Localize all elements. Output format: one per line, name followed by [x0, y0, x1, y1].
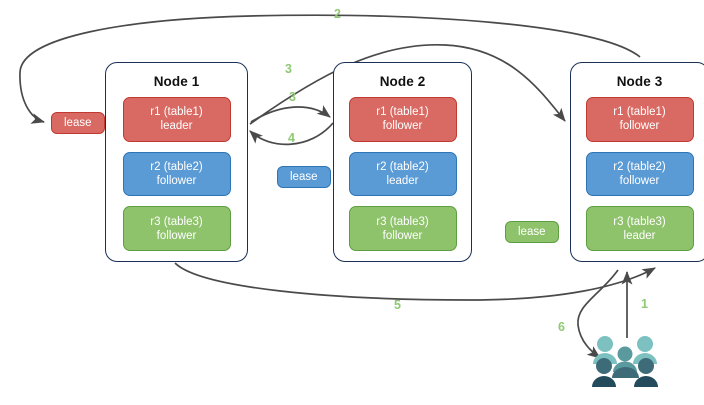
node-1-replica-r1[interactable]: r1 (table1) leader: [122, 97, 231, 142]
node-1[interactable]: Node 1 r1 (table1) leader r2 (table2) fo…: [105, 62, 248, 262]
node-2-replica-r3-role: follower: [382, 229, 423, 242]
node-3[interactable]: Node 3 r1 (table1) follower r2 (table2) …: [570, 62, 704, 262]
node-2-replica-r1-role: follower: [382, 120, 423, 133]
step-label-2: 2: [334, 7, 341, 21]
node-2[interactable]: Node 2 r1 (table1) follower r2 (table2) …: [333, 62, 472, 262]
node-3-replica-r2[interactable]: r2 (table2) follower: [585, 151, 694, 197]
node-3-replica-r1-role: follower: [619, 120, 660, 133]
users-icon: [592, 336, 658, 387]
node-2-replica-r1-name: r1 (table1): [376, 106, 429, 119]
node-2-replica-r1[interactable]: r1 (table1) follower: [348, 97, 457, 142]
node-2-replica-r2-name: r2 (table2): [376, 161, 429, 173]
node-3-replica-r3-role: leader: [623, 229, 656, 242]
node-3-title: Node 3: [616, 74, 663, 89]
node-2-replica-r3[interactable]: r3 (table3) follower: [348, 206, 457, 252]
node-1-replica-r1-name: r1 (table1): [150, 106, 203, 119]
node-3-replica-r3[interactable]: r3 (table3) leader: [585, 206, 694, 252]
node-2-replica-r2[interactable]: r2 (table2) leader: [348, 151, 457, 197]
node-3-replica-r1[interactable]: r1 (table1) follower: [585, 97, 694, 142]
lease-badge-r1[interactable]: lease: [51, 112, 105, 134]
step-label-1: 1: [641, 297, 648, 311]
node-1-replica-r3[interactable]: r3 (table3) follower: [122, 206, 231, 252]
lease-badge-r3[interactable]: lease: [505, 221, 559, 243]
node-2-title: Node 2: [379, 74, 426, 89]
step-label-5: 5: [394, 298, 401, 312]
node-1-replica-r1-role: leader: [160, 120, 193, 133]
step-label-3-lower: 3: [289, 90, 296, 104]
node-1-replica-r2[interactable]: r2 (table2) follower: [122, 151, 231, 197]
node-1-replica-r2-role: follower: [156, 175, 197, 187]
step-label-3-upper: 3: [285, 62, 292, 76]
node-3-replica-r1-name: r1 (table1): [613, 106, 666, 119]
step-label-4: 4: [288, 131, 295, 145]
step-label-6: 6: [558, 320, 565, 334]
node-1-title: Node 1: [153, 74, 200, 89]
node-1-replica-r2-name: r2 (table2): [150, 161, 203, 173]
edge-5: [174, 262, 656, 301]
node-3-replica-r2-role: follower: [619, 175, 660, 187]
node-1-replica-r3-name: r3 (table3): [150, 215, 203, 228]
node-2-replica-r3-name: r3 (table3): [376, 215, 429, 228]
lease-badge-r2[interactable]: lease: [277, 166, 331, 188]
node-3-replica-r2-name: r2 (table2): [613, 161, 666, 173]
node-1-replica-r3-role: follower: [156, 229, 197, 242]
node-2-replica-r2-role: leader: [386, 175, 419, 187]
edge-3-to-node2: [250, 105, 331, 123]
node-3-replica-r3-name: r3 (table3): [613, 215, 666, 228]
